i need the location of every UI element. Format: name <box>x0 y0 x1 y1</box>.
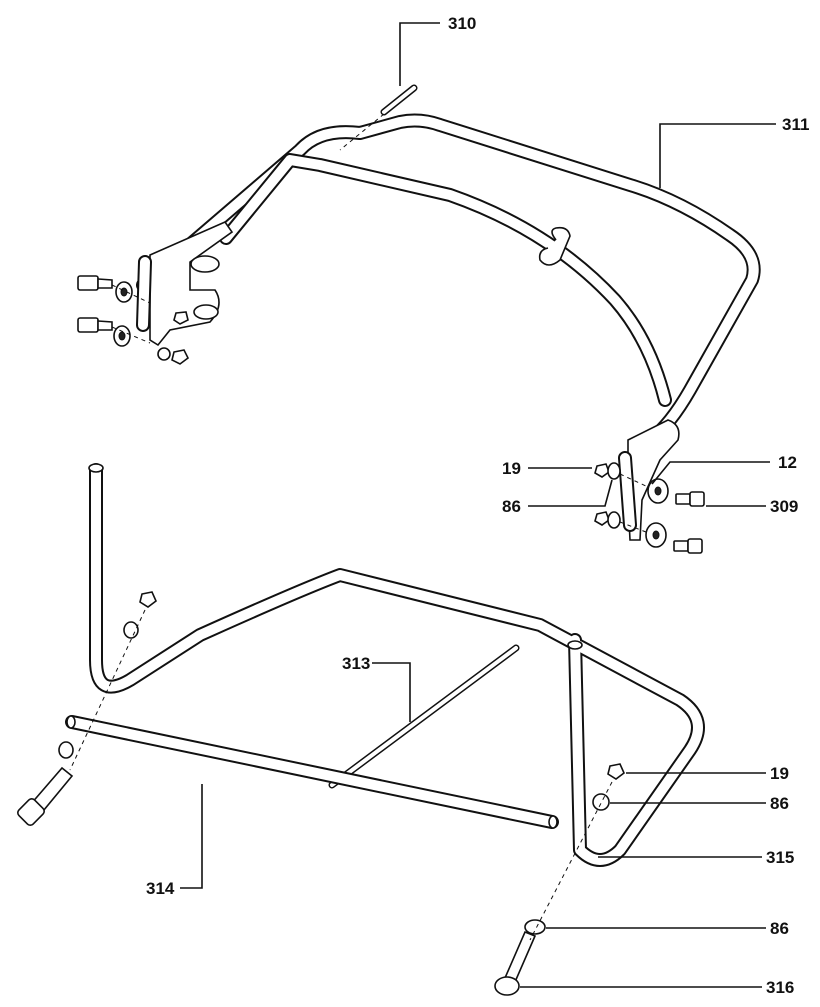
svg-text:316: 316 <box>766 978 794 997</box>
svg-text:86: 86 <box>502 497 521 516</box>
callout-12: 12 <box>651 453 797 485</box>
svg-text:310: 310 <box>448 14 476 33</box>
right-bracket <box>538 226 680 541</box>
svg-text:19: 19 <box>770 764 789 783</box>
callout-310: 310 <box>399 14 476 86</box>
svg-text:12: 12 <box>778 453 797 472</box>
callout-315: 315 <box>598 848 794 867</box>
cross-rod-313 <box>328 644 520 789</box>
left-bracket <box>136 221 234 347</box>
callout-313: 313 <box>342 654 411 722</box>
svg-text:314: 314 <box>146 879 175 898</box>
lower-handle <box>88 463 705 867</box>
svg-text:315: 315 <box>766 848 794 867</box>
lower-left-hardware <box>17 591 157 826</box>
cross-tube-314 <box>65 715 559 829</box>
callout-19-upper: 19 <box>502 459 592 478</box>
lower-right-hardware <box>494 763 625 996</box>
callout-86-middle: 86 <box>610 794 789 813</box>
right-bolts-washers-nuts <box>594 462 705 554</box>
pin-310 <box>339 84 418 151</box>
callout-309: 309 <box>706 497 798 516</box>
callout-314: 314 <box>146 784 203 898</box>
callout-86-lower: 86 <box>546 919 789 938</box>
svg-text:86: 86 <box>770 794 789 813</box>
svg-text:19: 19 <box>502 459 521 478</box>
callout-316: 316 <box>520 978 794 997</box>
callout-311: 311 <box>659 115 809 188</box>
left-bolts-washers-nuts <box>77 275 190 365</box>
callout-86-upper: 86 <box>502 479 613 516</box>
upper-handle <box>136 113 761 447</box>
svg-text:313: 313 <box>342 654 370 673</box>
svg-text:311: 311 <box>782 115 809 134</box>
callout-19-lower: 19 <box>626 764 789 783</box>
svg-text:309: 309 <box>770 497 798 516</box>
svg-text:86: 86 <box>770 919 789 938</box>
